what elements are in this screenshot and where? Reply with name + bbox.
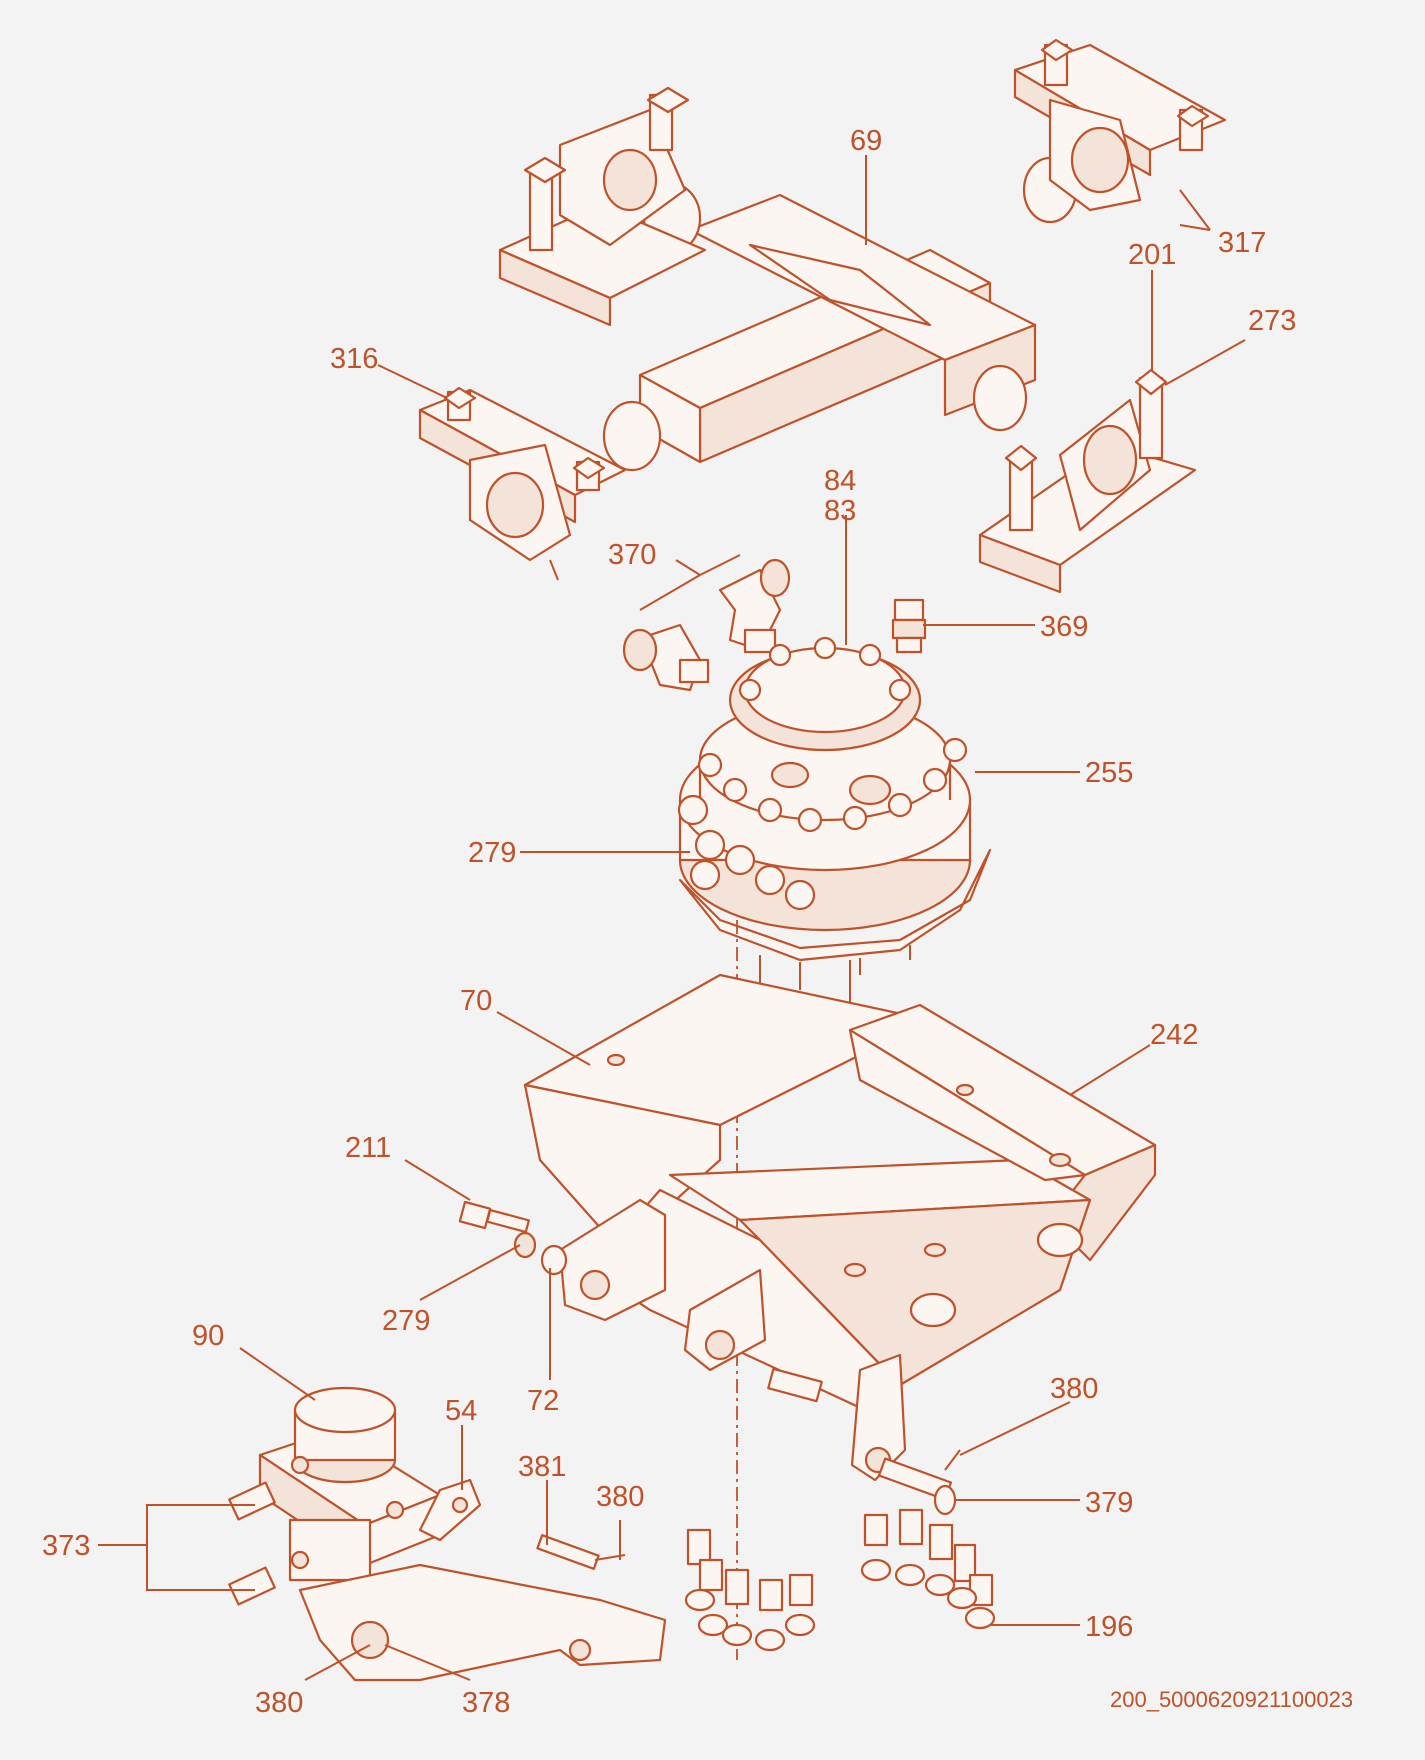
swing-arm <box>298 1478 667 1682</box>
pillow-block-top-left <box>498 86 707 327</box>
callout-381: 381 <box>518 1451 566 1483</box>
mounting-frame <box>523 973 1157 1482</box>
straight-fitting <box>891 598 927 654</box>
callout-369: 369 <box>1040 611 1088 643</box>
callout-242: 242 <box>1150 1019 1198 1051</box>
callout-380-bottom: 380 <box>255 1687 303 1719</box>
callout-196: 196 <box>1085 1611 1133 1643</box>
callout-317: 317 <box>1218 227 1266 259</box>
pillow-block-top-right <box>1013 38 1227 212</box>
callout-72: 72 <box>527 1385 559 1417</box>
callout-380-middle: 380 <box>596 1481 644 1513</box>
callout-70: 70 <box>460 985 492 1017</box>
bolt-washer-bushing <box>458 1200 568 1276</box>
drawing-code: 200_5000620921100023 <box>1110 1687 1353 1712</box>
leader-lines <box>98 155 1246 1681</box>
callout-201: 201 <box>1128 239 1176 271</box>
callout-90: 90 <box>192 1320 224 1352</box>
elbow-fittings <box>622 558 791 692</box>
bolt-set-left <box>684 1528 816 1652</box>
callout-316: 316 <box>330 343 378 375</box>
fittings-373 <box>228 1481 276 1606</box>
pillow-block-bottom-left <box>418 386 627 581</box>
rotary-actuator <box>677 636 992 1010</box>
callout-273: 273 <box>1248 305 1296 337</box>
pin-381 <box>536 1534 626 1570</box>
hydraulic-unit <box>258 1386 442 1582</box>
callout-370: 370 <box>608 539 656 571</box>
callout-373: 373 <box>42 1530 90 1562</box>
bolt-ring <box>697 636 968 833</box>
callout-54: 54 <box>445 1395 477 1427</box>
callout-279-bottom: 279 <box>382 1305 430 1337</box>
callout-211: 211 <box>345 1132 391 1164</box>
callout-labels: 69 317 201 273 316 84 83 370 369 255 279… <box>42 125 1296 1719</box>
washer-stack <box>677 794 816 911</box>
pivot-pin <box>877 1449 961 1516</box>
pillow-block-bottom-right <box>978 368 1197 594</box>
callout-279-top: 279 <box>468 837 516 869</box>
callout-379: 379 <box>1085 1487 1133 1519</box>
callout-84: 84 <box>824 465 856 497</box>
cross-beam-assembly <box>602 156 1078 472</box>
bolt-set-right <box>860 1508 996 1630</box>
callout-380-right: 380 <box>1050 1373 1098 1405</box>
callout-378: 378 <box>462 1687 510 1719</box>
callout-83: 83 <box>824 495 856 527</box>
callout-69: 69 <box>850 125 882 157</box>
callout-255: 255 <box>1085 757 1133 789</box>
